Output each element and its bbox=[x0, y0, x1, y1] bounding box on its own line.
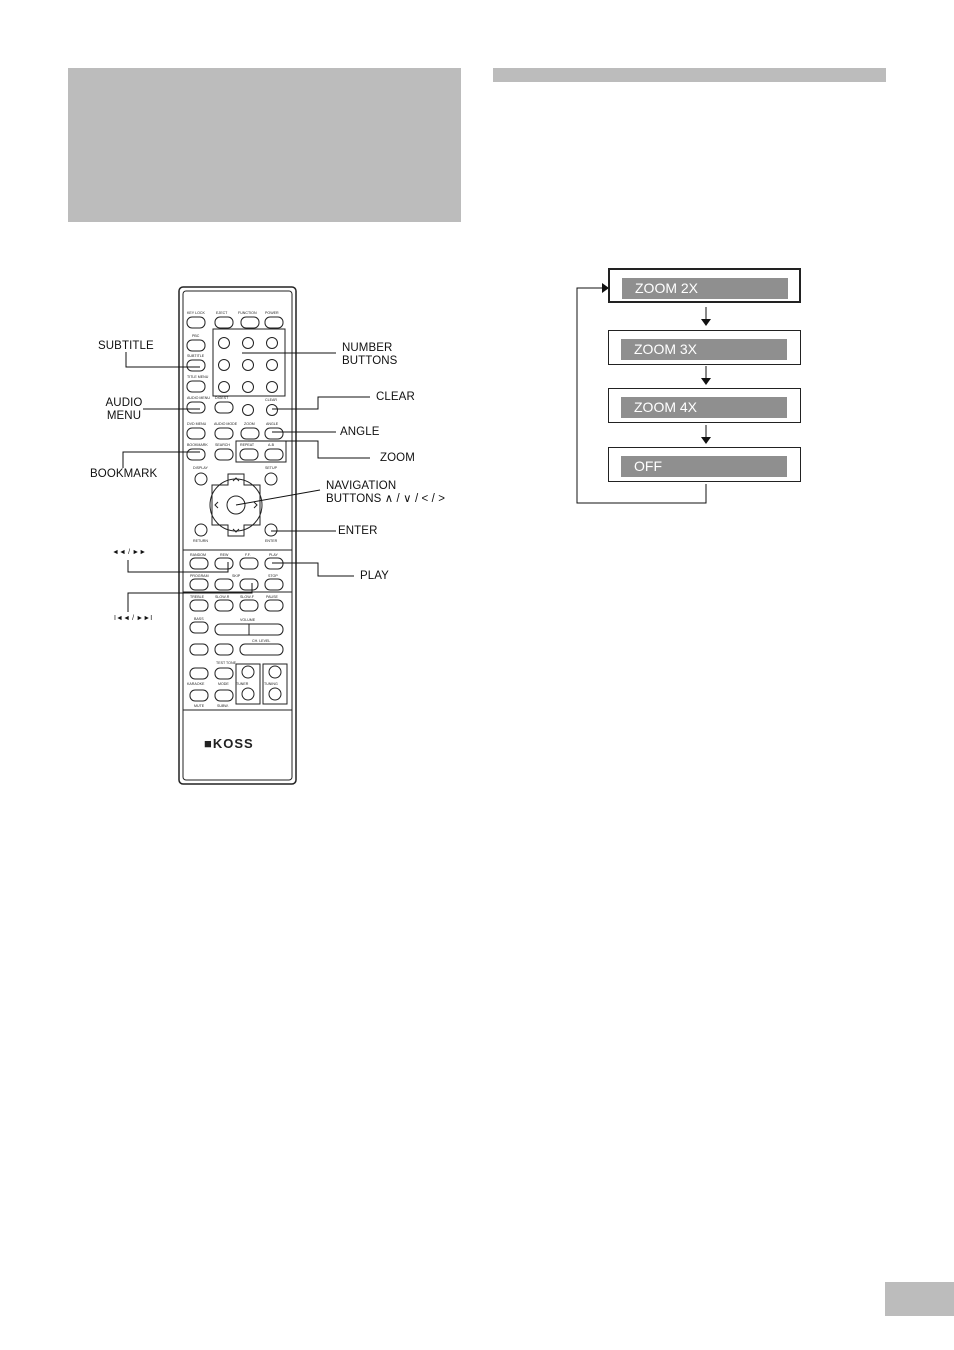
callout-subtitle: SUBTITLE bbox=[98, 340, 154, 352]
callout-number-buttons: NUMBER BUTTONS bbox=[342, 342, 397, 368]
svg-text:RANDOM: RANDOM bbox=[190, 553, 206, 557]
callout-number-buttons-line2: BUTTONS bbox=[342, 355, 398, 367]
remote-control-illustration: ■KOSS KEY LOCK EJECT FUNCTION POWER PBC SUBT… bbox=[178, 286, 297, 785]
svg-text:MUTE: MUTE bbox=[194, 704, 205, 708]
zoom-step-2x-label: ZOOM 2X bbox=[622, 278, 788, 299]
svg-text:POWER: POWER bbox=[265, 311, 279, 315]
svg-text:EJECT: EJECT bbox=[216, 311, 228, 315]
callout-navigation-line2: BUTTONS ∧ / ∨ / < / > bbox=[326, 493, 446, 505]
svg-text:ZOOM: ZOOM bbox=[244, 422, 255, 426]
svg-text:DVD MENU: DVD MENU bbox=[187, 422, 207, 426]
svg-text:AUDIO MENU: AUDIO MENU bbox=[187, 396, 210, 400]
zoom-step-off: OFF bbox=[608, 447, 801, 482]
zoom-step-4x: ZOOM 4X bbox=[608, 388, 801, 423]
zoom-step-2x: ZOOM 2X bbox=[608, 268, 801, 303]
callout-play: PLAY bbox=[360, 570, 389, 582]
svg-text:RETURN: RETURN bbox=[193, 539, 208, 543]
callout-navigation-line1: NAVIGATION bbox=[326, 480, 397, 492]
callout-skip: I◄◄ / ►►I bbox=[114, 615, 153, 622]
svg-text:VOLUME: VOLUME bbox=[240, 618, 256, 622]
svg-text:PBC: PBC bbox=[192, 334, 200, 338]
callout-angle: ANGLE bbox=[340, 426, 380, 438]
svg-text:MODE: MODE bbox=[218, 682, 229, 686]
callout-audio-menu-line2: MENU bbox=[106, 410, 142, 422]
svg-text:REPEAT: REPEAT bbox=[240, 443, 255, 447]
svg-text:KEY LOCK: KEY LOCK bbox=[187, 311, 206, 315]
svg-text:REW: REW bbox=[220, 553, 229, 557]
svg-text:PROGRAM: PROGRAM bbox=[190, 574, 209, 578]
svg-text:SLOW-R: SLOW-R bbox=[215, 595, 230, 599]
svg-text:PAUSE: PAUSE bbox=[266, 595, 279, 599]
svg-text:F.F.: F.F. bbox=[245, 553, 251, 557]
svg-text:BASS: BASS bbox=[194, 617, 204, 621]
svg-text:TITLE MENU: TITLE MENU bbox=[187, 375, 209, 379]
callout-rew-ff: ◄◄ / ►► bbox=[112, 549, 147, 556]
svg-text:DIGEST: DIGEST bbox=[215, 396, 229, 400]
zoom-step-off-label: OFF bbox=[621, 456, 787, 477]
left-header-box bbox=[68, 68, 461, 222]
svg-text:KARAOKE: KARAOKE bbox=[187, 682, 205, 686]
zoom-flow-connectors bbox=[576, 283, 711, 504]
svg-text:DISPLAY: DISPLAY bbox=[193, 466, 209, 470]
callout-zoom: ZOOM bbox=[380, 452, 415, 464]
svg-text:SETUP: SETUP bbox=[265, 466, 278, 470]
callout-audio-menu: AUDIO MENU bbox=[100, 397, 148, 423]
svg-text:ENTER: ENTER bbox=[265, 539, 278, 543]
svg-text:BOOKMARK: BOOKMARK bbox=[187, 443, 208, 447]
svg-text:TEST TONE: TEST TONE bbox=[216, 661, 237, 665]
svg-text:SUBTITLE: SUBTITLE bbox=[187, 354, 205, 358]
remote-brand-logo: ■KOSS bbox=[204, 736, 254, 751]
callout-enter: ENTER bbox=[338, 525, 378, 537]
svg-text:TUNER: TUNER bbox=[236, 682, 249, 686]
svg-text:SEARCH: SEARCH bbox=[215, 443, 230, 447]
callout-clear: CLEAR bbox=[376, 391, 415, 403]
svg-text:SKIP: SKIP bbox=[232, 574, 241, 578]
svg-text:AUDIO MODE: AUDIO MODE bbox=[214, 422, 238, 426]
svg-text:STOP: STOP bbox=[268, 574, 278, 578]
right-header-bar bbox=[493, 68, 886, 82]
svg-text:TREBLE: TREBLE bbox=[190, 595, 205, 599]
svg-text:ANGLE: ANGLE bbox=[266, 422, 279, 426]
callout-bookmark: BOOKMARK bbox=[90, 468, 158, 480]
svg-text:PLAY: PLAY bbox=[269, 553, 279, 557]
svg-text:SLOW-F: SLOW-F bbox=[240, 595, 255, 599]
zoom-step-3x-label: ZOOM 3X bbox=[621, 339, 787, 360]
zoom-step-3x: ZOOM 3X bbox=[608, 330, 801, 365]
svg-text:SUBW.: SUBW. bbox=[217, 704, 229, 708]
zoom-step-4x-label: ZOOM 4X bbox=[621, 397, 787, 418]
svg-text:A-B: A-B bbox=[268, 443, 275, 447]
svg-text:CH. LEVEL: CH. LEVEL bbox=[252, 639, 270, 643]
callout-navigation: NAVIGATION BUTTONS ∧ / ∨ / < / > bbox=[326, 480, 445, 506]
svg-text:CLEAR: CLEAR bbox=[265, 398, 277, 402]
callout-audio-menu-line1: AUDIO bbox=[105, 397, 143, 409]
callout-number-buttons-line1: NUMBER bbox=[342, 342, 393, 354]
callout-leader-lines bbox=[122, 352, 370, 612]
svg-text:FUNCTION: FUNCTION bbox=[238, 311, 257, 315]
svg-text:TUNING: TUNING bbox=[264, 682, 278, 686]
page-number-tab bbox=[885, 1282, 954, 1316]
